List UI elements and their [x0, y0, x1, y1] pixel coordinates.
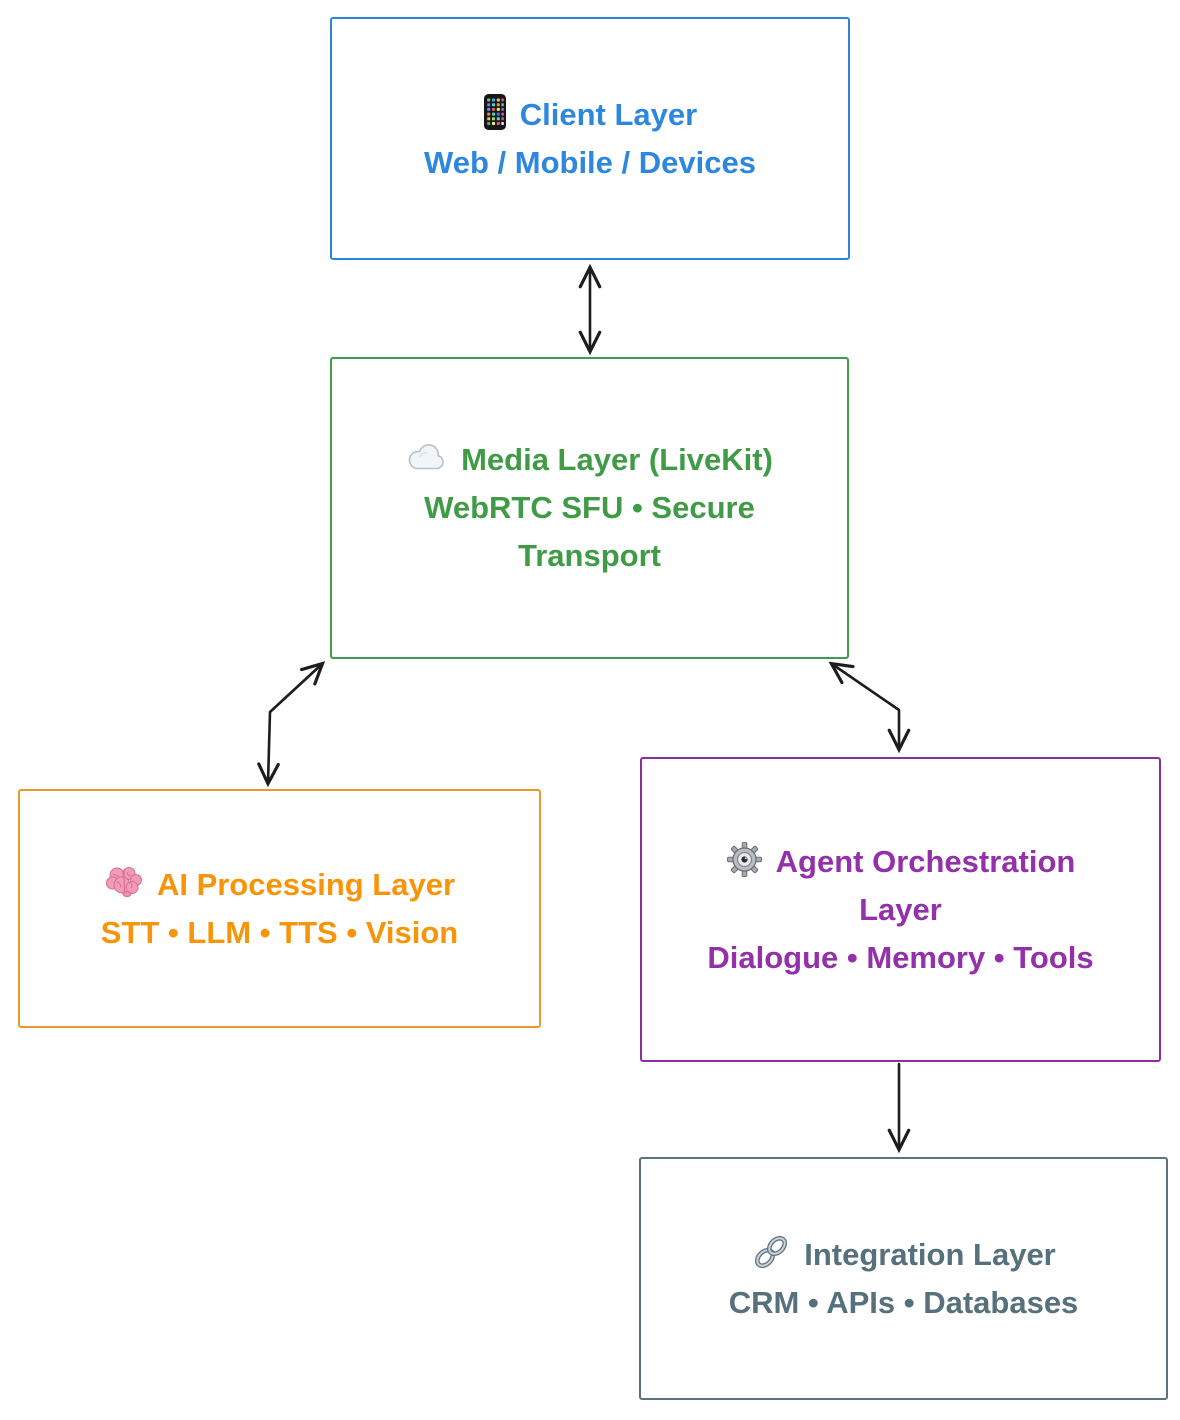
- media-layer-title: Media Layer (LiveKit): [406, 436, 773, 484]
- integration-layer-title: Integration Layer: [751, 1231, 1056, 1279]
- ai-processing-layer-title: AI Processing Layer: [104, 861, 455, 909]
- integration-layer-title-text: Integration Layer: [804, 1236, 1056, 1272]
- media-layer-subtitle: WebRTC SFU • Secure Transport: [424, 490, 755, 573]
- agent-orchestration-layer-title-text: Agent Orchestration Layer: [775, 843, 1076, 927]
- ai-processing-layer-node: AI Processing Layer STT • LLM • TTS • Vi…: [18, 789, 541, 1028]
- media-layer-title-text: Media Layer (LiveKit): [461, 442, 773, 477]
- gear-icon: [726, 841, 763, 878]
- smartphone-icon: [483, 93, 507, 131]
- ai-processing-layer-title-text: AI Processing Layer: [156, 866, 456, 902]
- brain-icon: [104, 865, 144, 899]
- ai-processing-layer-subtitle: STT • LLM • TTS • Vision: [100, 914, 459, 950]
- agent-orchestration-layer-node: Agent Orchestration Layer Dialogue • Mem…: [640, 757, 1161, 1062]
- edge-media-agent: [828, 661, 911, 754]
- integration-layer-node: Integration Layer CRM • APIs • Databases: [639, 1157, 1168, 1400]
- media-layer-node: Media Layer (LiveKit) WebRTC SFU • Secur…: [330, 357, 849, 659]
- cloud-icon: [406, 443, 448, 472]
- edge-media-ai: [257, 661, 326, 788]
- link-icon: [751, 1232, 791, 1272]
- client-layer-title-text: Client Layer: [519, 96, 698, 132]
- client-layer-node: Client Layer Web / Mobile / Devices: [330, 17, 850, 260]
- client-layer-subtitle: Web / Mobile / Devices: [424, 144, 756, 180]
- agent-orchestration-layer-title: Agent Orchestration Layer: [726, 838, 1076, 934]
- client-layer-title: Client Layer: [483, 91, 697, 139]
- integration-layer-subtitle: CRM • APIs • Databases: [728, 1284, 1079, 1320]
- agent-orchestration-layer-subtitle: Dialogue • Memory • Tools: [707, 939, 1094, 975]
